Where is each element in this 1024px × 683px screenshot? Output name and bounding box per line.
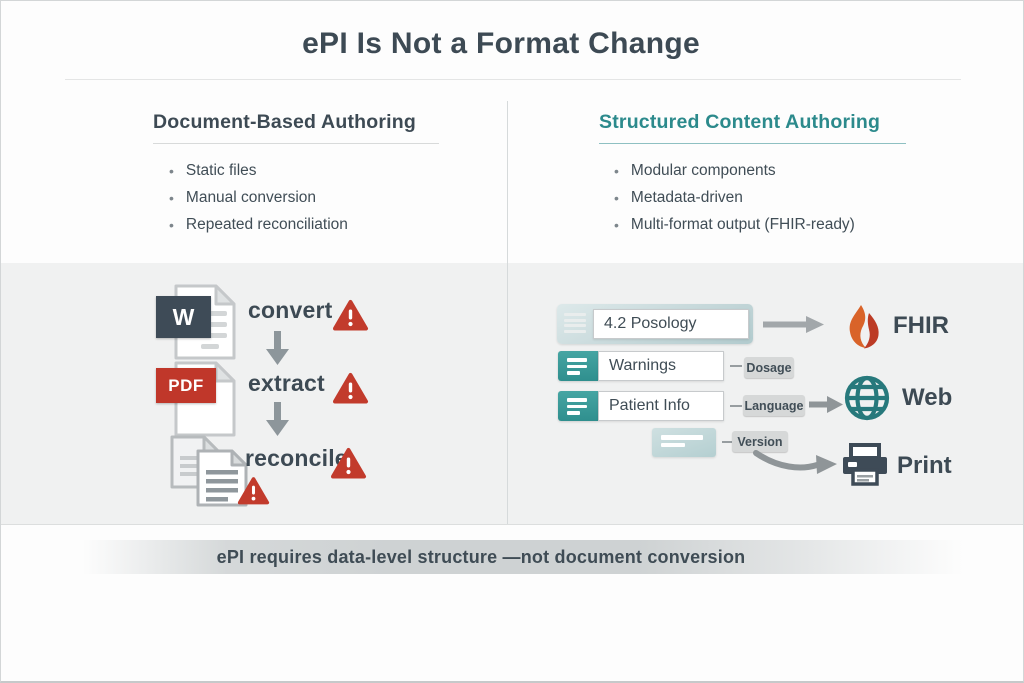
right-heading-underline <box>599 143 906 144</box>
tag-connector <box>730 405 742 407</box>
page-title: ePI Is Not a Format Change <box>302 27 700 60</box>
arrow-right-icon <box>809 396 843 413</box>
bullet-text: Multi-format output (FHIR-ready) <box>630 215 855 233</box>
arrow-down-icon <box>266 331 289 365</box>
bullet-dot: • <box>169 216 174 233</box>
bullet-dot: • <box>614 189 619 206</box>
warning-triangle-icon <box>333 373 368 404</box>
bullet-item: • Multi-format output (FHIR-ready) <box>614 211 855 238</box>
bullet-text: Static files <box>185 161 257 179</box>
list-lines-icon <box>558 391 598 421</box>
bullet-dot: • <box>614 162 619 179</box>
output-label-web: Web <box>902 384 953 411</box>
module-field-posology: 4.2 Posology <box>593 309 749 339</box>
flame-icon <box>849 305 879 349</box>
arrow-right-icon <box>763 316 824 333</box>
bullet-item: • Modular components <box>614 157 855 184</box>
arrow-down-icon <box>266 402 289 436</box>
left-bullet-list: • Static files • Manual conversion • Repeat… <box>169 157 348 238</box>
left-column-heading: Document-Based Authoring <box>153 111 416 133</box>
step-label-convert: convert <box>248 297 333 323</box>
globe-icon <box>844 375 890 421</box>
bullet-item: • Manual conversion <box>169 184 348 211</box>
list-lines-icon <box>564 313 586 335</box>
bullet-item: • Repeated reconciliation <box>169 211 348 238</box>
stacked-documents-icon <box>170 435 248 507</box>
warning-triangle-icon <box>331 448 366 479</box>
output-label-fhir: FHIR <box>893 312 949 339</box>
tag-dosage: Dosage <box>744 357 794 378</box>
left-heading-underline <box>153 143 439 144</box>
footer-text: ePI requires data-level structure —not d… <box>216 546 746 567</box>
bullet-dot: • <box>614 216 619 233</box>
bullet-item: • Metadata-driven <box>614 184 855 211</box>
column-divider <box>507 101 508 524</box>
bullet-dot: • <box>169 162 174 179</box>
step-label-extract: extract <box>248 370 325 396</box>
right-column-heading: Structured Content Authoring <box>599 111 881 133</box>
list-lines-icon <box>558 351 598 381</box>
tag-language: Language <box>743 395 805 416</box>
warning-triangle-icon <box>333 300 368 331</box>
list-lines-icon <box>661 435 703 450</box>
module-field-warnings: Warnings <box>598 351 724 381</box>
tag-connector <box>722 441 734 443</box>
module-block-small <box>652 428 716 457</box>
module-field-patient-info: Patient Info <box>598 391 724 421</box>
printer-icon <box>843 443 887 486</box>
pdf-badge: PDF <box>156 368 216 403</box>
warning-triangle-icon <box>237 477 270 505</box>
word-badge: W <box>156 296 211 338</box>
arrow-right-curved-icon <box>753 450 837 474</box>
bullet-text: Manual conversion <box>185 188 317 206</box>
bullet-text: Repeated reconciliation <box>185 215 348 233</box>
bullet-text: Metadata-driven <box>630 188 743 206</box>
bullet-text: Modular components <box>630 161 776 179</box>
tag-version: Version <box>732 431 788 452</box>
output-label-print: Print <box>897 452 952 479</box>
title-divider <box>65 79 961 80</box>
tag-connector <box>730 365 742 367</box>
right-bullet-list: • Modular components • Metadata-driven • Mu… <box>614 157 855 238</box>
footer-banner: ePI requires data-level structure —not d… <box>1 540 1023 574</box>
bullet-dot: • <box>169 189 174 206</box>
bullet-item: • Static files <box>169 157 348 184</box>
step-label-reconcile: reconcile <box>245 445 348 471</box>
